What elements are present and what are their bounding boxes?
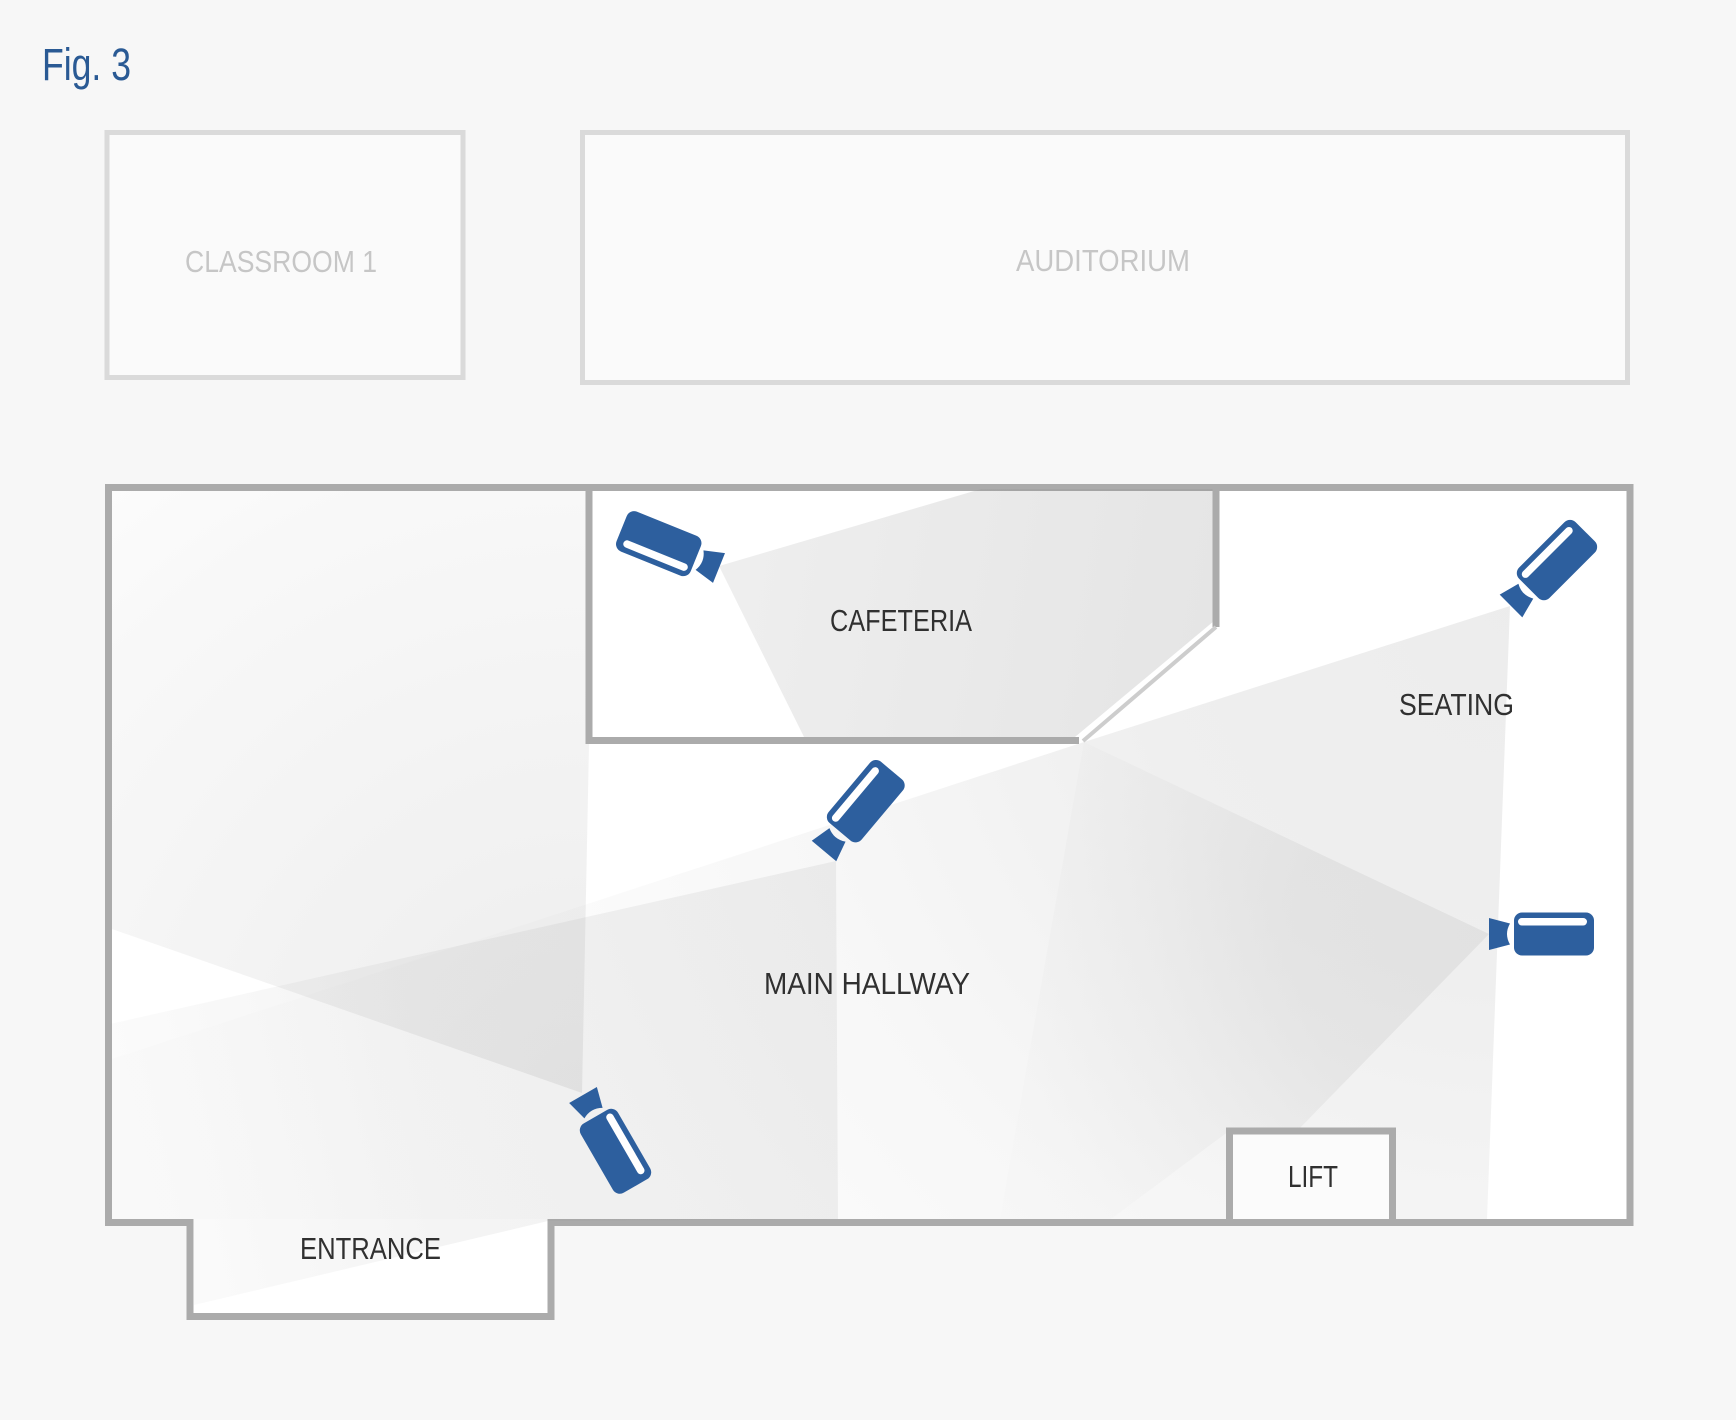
svg-text:AUDITORIUM: AUDITORIUM: [1016, 243, 1190, 278]
svg-text:SEATING: SEATING: [1399, 687, 1514, 722]
svg-text:LIFT: LIFT: [1288, 1159, 1338, 1194]
svg-text:CLASSROOM 1: CLASSROOM 1: [185, 244, 377, 279]
svg-text:ENTRANCE: ENTRANCE: [300, 1231, 441, 1266]
svg-text:MAIN HALLWAY: MAIN HALLWAY: [764, 966, 970, 1001]
svg-text:Fig. 3: Fig. 3: [42, 39, 131, 90]
svg-text:CAFETERIA: CAFETERIA: [830, 603, 972, 638]
